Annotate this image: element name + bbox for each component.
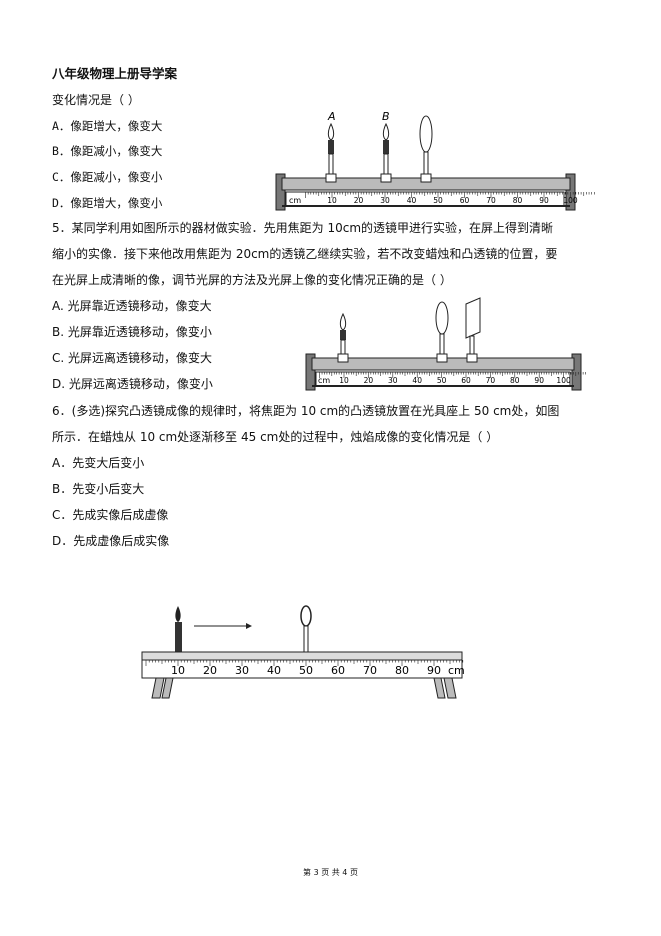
ruler-tick-label: 30 xyxy=(388,376,398,385)
ruler-tick-label: 80 xyxy=(510,376,520,385)
ruler-tick-label: 80 xyxy=(513,196,523,205)
q5-option-b: B. 光屏靠近透镜移动，像变小 xyxy=(52,325,212,339)
candle-a-label: A xyxy=(327,110,336,123)
arrow-icon xyxy=(194,623,252,629)
ruler-tick-label: 40 xyxy=(267,664,281,677)
ruler-tick-label: 70 xyxy=(486,196,496,205)
page-footer: 第 3 页 共 4 页 xyxy=(303,868,358,877)
q6-figure-optical-bench: 10 20 30 40 50 60 70 80 90 cm xyxy=(141,605,465,699)
q5-line-2: 缩小的实像．接下来他改用焦距为 20cm的透镜乙继续实验，若不改变蜡烛和凸透镜的… xyxy=(52,247,558,261)
ruler-unit: cm xyxy=(289,196,301,205)
q5-line-3: 在光屏上成清晰的像，调节光屏的方法及光屏上像的变化情况正确的是（ ） xyxy=(52,273,452,287)
ruler-tick-label: 20 xyxy=(364,376,374,385)
ruler-tick-label: 90 xyxy=(427,664,441,677)
ruler-tick-label: 50 xyxy=(437,376,447,385)
candle-b-label: B xyxy=(382,110,390,123)
q4-figure-optical-bench: 10 20 30 40 50 60 70 80 90 100 cm A B xyxy=(275,110,595,211)
q6-option-d: D．先成虚像后成实像 xyxy=(52,534,170,548)
ruler-tick-label: 20 xyxy=(203,664,217,677)
ruler-tick-label: 90 xyxy=(539,196,549,205)
ruler-tick-label: 40 xyxy=(412,376,422,385)
ruler-tick-label: 60 xyxy=(461,376,471,385)
ruler-unit: cm xyxy=(318,376,330,385)
ruler-tick-label: 70 xyxy=(486,376,496,385)
candle-a: A xyxy=(325,110,337,183)
ruler-tick-label: 10 xyxy=(171,664,185,677)
q5-option-a: A. 光屏靠近透镜移动，像变大 xyxy=(52,299,212,313)
q6-option-a: A．先变大后变小 xyxy=(52,456,145,470)
ruler-ticks: 10 20 30 40 50 60 70 80 90 100 xyxy=(305,192,595,205)
ruler-tick-label: 50 xyxy=(299,664,313,677)
ruler-tick-label: 40 xyxy=(407,196,417,205)
ruler-tick-label: 20 xyxy=(354,196,364,205)
ruler-tick-label: 70 xyxy=(363,664,377,677)
q6-option-c: C．先成实像后成虚像 xyxy=(52,508,169,522)
q4-option-c: C．像距减小，像变小 xyxy=(52,170,163,184)
ruler-tick-label: 90 xyxy=(534,376,544,385)
q4-option-a: A．像距增大，像变大 xyxy=(52,119,163,133)
q4-option-b: B．像距减小，像变大 xyxy=(52,144,163,158)
ruler-ticks: 10 20 30 40 50 60 70 80 90 cm xyxy=(145,660,465,677)
ruler-tick-label: 80 xyxy=(395,664,409,677)
ruler-tick-label: 30 xyxy=(380,196,390,205)
q5-option-d: D. 光屏远离透镜移动，像变小 xyxy=(52,377,213,391)
convex-lens xyxy=(435,301,449,363)
ruler-tick-label: 10 xyxy=(327,196,337,205)
q5-figure-optical-bench: 10 20 30 40 50 60 70 80 90 100 cm xyxy=(305,297,586,391)
q6-option-b: B．先变小后变大 xyxy=(52,482,145,496)
q6-line-1: 6．(多选)探究凸透镜成像的规律时，将焦距为 10 cm的凸透镜放置在光具座上 … xyxy=(52,404,560,418)
document-header: 八年级物理上册导学案 xyxy=(52,66,178,81)
ruler-ticks: 10 20 30 40 50 60 70 80 90 100 xyxy=(319,372,586,385)
ruler-tick-label: 10 xyxy=(339,376,349,385)
ruler-tick-label: 100 xyxy=(563,196,578,205)
q6-line-2: 所示．在蜡烛从 10 cm处逐渐移至 45 cm处的过程中，烛焰成像的变化情况是… xyxy=(52,430,499,444)
candle xyxy=(337,312,349,363)
q5-option-c: C. 光屏远离透镜移动，像变大 xyxy=(52,351,213,365)
q4-tail: 变化情况是（ ） xyxy=(52,93,140,107)
ruler-tick-label: 60 xyxy=(460,196,470,205)
candle-b: B xyxy=(380,110,392,183)
light-screen xyxy=(465,297,481,363)
convex-lens xyxy=(419,115,433,183)
convex-lens xyxy=(300,605,312,653)
q5-line-1: 5．某同学利用如图所示的器材做实验．先用焦距为 10cm的透镜甲进行实验，在屏上… xyxy=(52,221,554,235)
ruler-unit: cm xyxy=(448,664,465,677)
ruler-tick-label: 30 xyxy=(235,664,249,677)
ruler-tick-label: 50 xyxy=(433,196,443,205)
ruler-tick-label: 60 xyxy=(331,664,345,677)
q4-option-d: D．像距增大，像变小 xyxy=(52,196,163,210)
candle xyxy=(175,606,182,652)
ruler-tick-label: 100 xyxy=(556,376,571,385)
